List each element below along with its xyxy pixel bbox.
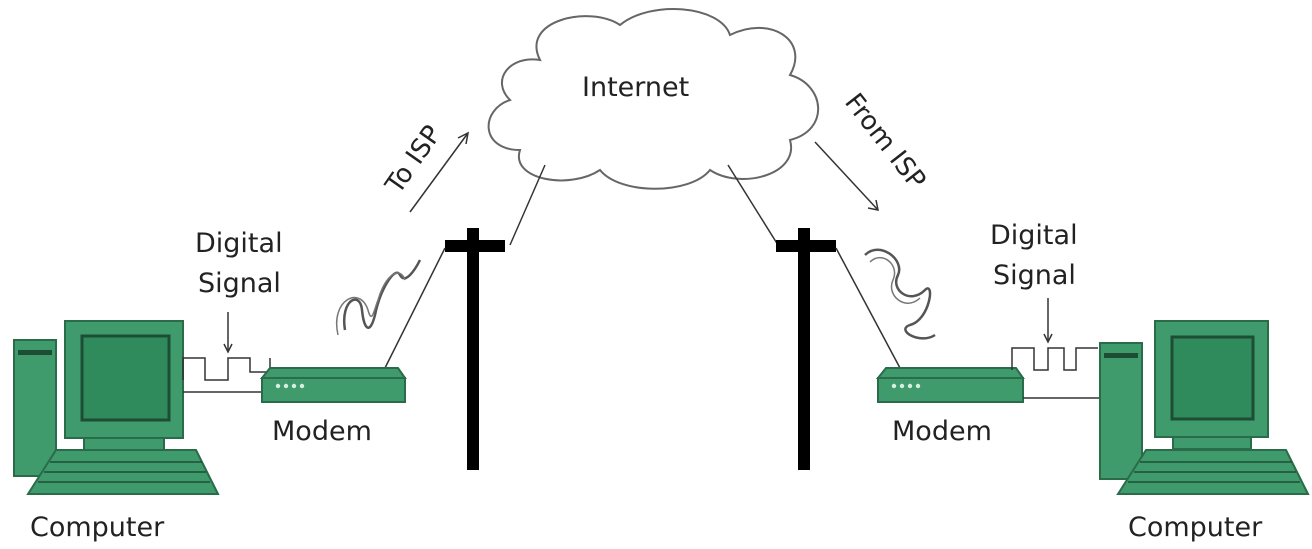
computer-right — [1099, 320, 1310, 495]
computer-left — [13, 320, 220, 495]
internet-label: Internet — [582, 72, 690, 103]
arrow-to-isp-head — [457, 131, 470, 145]
digital-signal-right — [1011, 298, 1102, 399]
analog-signal-wave-left-inner — [335, 272, 406, 336]
tower-right — [1099, 342, 1143, 480]
digital-signal-label-right-line2: Signal — [993, 260, 1076, 291]
cloud-link-right — [727, 164, 779, 246]
computer-label-right: Computer — [1128, 512, 1263, 543]
modem-right — [875, 367, 1025, 403]
digital-signal-label-left-line2: Signal — [198, 268, 281, 299]
analog-signal-wave-right — [864, 248, 936, 340]
telephone-pole-right — [776, 228, 836, 470]
modem-label-left: Modem — [272, 416, 372, 447]
arrow-from-isp-head — [867, 199, 879, 211]
arrow-to-isp — [409, 132, 469, 213]
pole-link-right — [835, 247, 901, 369]
pole-link-left — [384, 247, 446, 369]
internet-cloud — [487, 8, 820, 190]
modem-left — [259, 367, 407, 403]
monitor-screen-right — [1170, 335, 1255, 421]
cloud-link-left — [509, 164, 546, 246]
tower-left — [13, 339, 57, 477]
modem-label-right: Modem — [892, 416, 992, 447]
digital-signal-label-left-line1: Digital — [195, 228, 283, 259]
telephone-pole-left — [445, 228, 505, 470]
analog-signal-wave-right-inner — [869, 256, 921, 304]
computer-label-left: Computer — [30, 512, 165, 543]
arrow-from-isp — [814, 141, 879, 211]
monitor-screen-left — [80, 334, 171, 422]
digital-signal-label-right-line1: Digital — [990, 220, 1078, 251]
digital-signal-left — [182, 312, 271, 393]
